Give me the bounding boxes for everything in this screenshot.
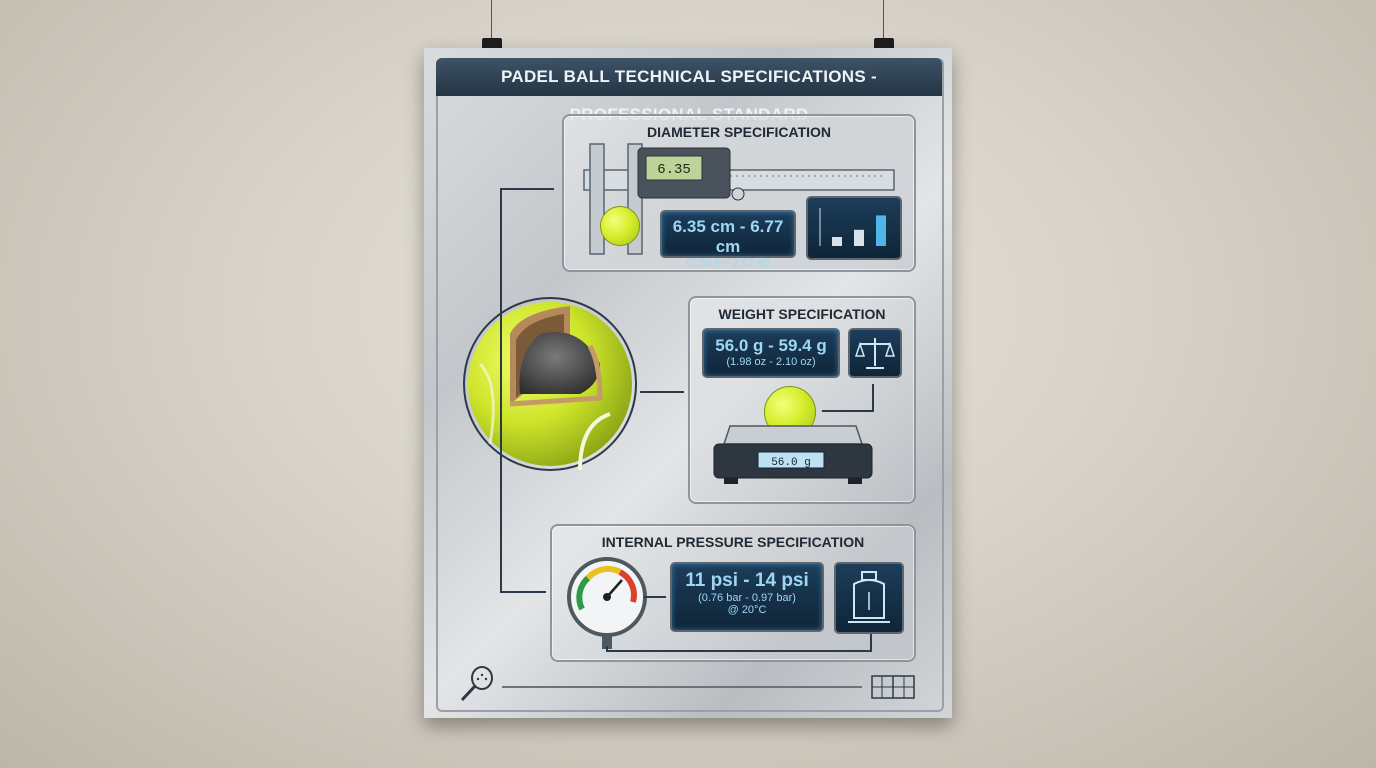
diameter-panel: DIAMETER SPECIFICATION 6.35 6.35 cm - 6.… [562, 114, 916, 272]
diameter-range-imperial: (2.50 in - 2.67 in) [686, 257, 770, 269]
chart-bar [832, 237, 842, 246]
spec-poster: PADEL BALL TECHNICAL SPECIFICATIONS - PR… [424, 48, 952, 718]
connector-line [640, 391, 684, 393]
bar-chart-icon [819, 208, 886, 246]
connector-line [872, 384, 874, 412]
chart-bar [854, 229, 864, 246]
pressure-tank-icon [848, 571, 890, 623]
ball-cross-section-icon [463, 297, 637, 471]
connector-line [606, 646, 608, 652]
diameter-range-display: 6.35 cm - 6.77 cm (2.50 in - 2.67 in) [660, 210, 796, 269]
padel-racket-icon [460, 666, 493, 702]
caliper-readout: 6.35 [657, 162, 691, 178]
pressure-condition: @ 20°C [727, 604, 767, 616]
diameter-chart-box [806, 196, 902, 260]
diameter-range-metric: 6.35 cm - 6.77 cm [672, 217, 784, 256]
connector-line [822, 410, 874, 412]
weight-range-display: 56.0 g - 59.4 g (1.98 oz - 2.10 oz) [702, 328, 840, 378]
connector-line [500, 188, 502, 592]
connector-line [644, 596, 666, 598]
weight-range-imperial: (1.98 oz - 2.10 oz) [726, 356, 816, 368]
weight-range-metric: 56.0 g - 59.4 g [715, 336, 827, 355]
balance-scale-box [848, 328, 902, 378]
balance-scale-icon [854, 338, 896, 369]
pressure-range-display: 11 psi - 14 psi (0.76 bar - 0.97 bar) @ … [670, 562, 824, 632]
pressure-tank-box [834, 562, 904, 634]
tennis-ball [600, 206, 640, 246]
connector-line [500, 591, 546, 593]
pressure-range-psi: 11 psi - 14 psi [685, 570, 809, 591]
chart-bar [876, 215, 886, 246]
diameter-title: DIAMETER SPECIFICATION [646, 124, 832, 140]
scale-readout: 56.0 g [771, 457, 811, 469]
pressure-title: INTERNAL PRESSURE SPECIFICATION [601, 534, 865, 550]
pressure-range-bar: (0.76 bar - 0.97 bar) [698, 592, 796, 604]
poster-title: PADEL BALL TECHNICAL SPECIFICATIONS - PR… [436, 58, 942, 124]
connector-line [606, 650, 870, 652]
pressure-panel: INTERNAL PRESSURE SPECIFICATION 11 psi -… [550, 524, 916, 662]
footer-line [502, 686, 862, 688]
digital-scale-icon: 56.0 g [713, 425, 873, 484]
weight-panel: WEIGHT SPECIFICATION 56.0 g - 59.4 g (1.… [688, 296, 916, 504]
connector-line [870, 630, 872, 652]
pressure-gauge-icon [567, 557, 647, 649]
weight-title: WEIGHT SPECIFICATION [718, 306, 886, 322]
court-icon [871, 675, 915, 699]
connector-line [500, 188, 554, 190]
